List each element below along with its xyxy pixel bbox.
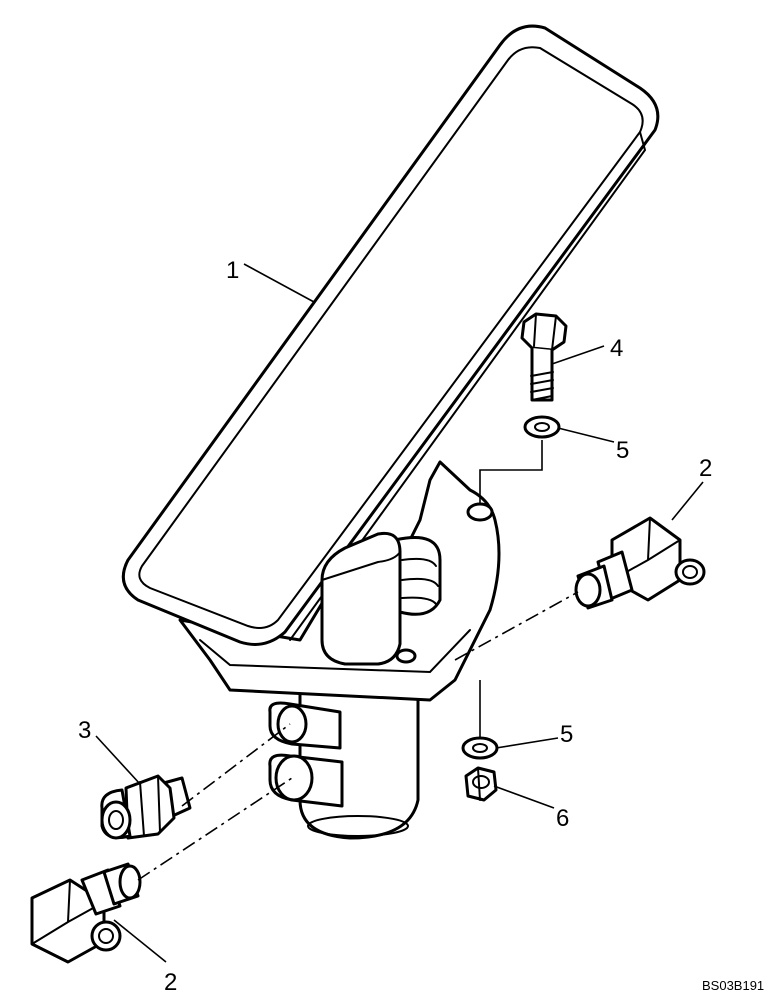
callout-2-right: 2 — [699, 455, 712, 482]
pedal-stop-block — [320, 531, 402, 666]
callout-5-lower: 5 — [560, 721, 573, 748]
callout-6: 6 — [556, 805, 569, 832]
assembly-lines — [137, 440, 579, 881]
callout-1: 1 — [226, 257, 239, 284]
washer-upper — [523, 415, 561, 439]
pedal-plate — [121, 24, 660, 646]
callout-3: 3 — [78, 717, 91, 744]
spring-boot — [393, 536, 442, 616]
elbow-fitting-bottom — [30, 862, 142, 964]
valve-body — [268, 688, 420, 840]
figure-id: BS03B191 — [702, 978, 764, 993]
callout-5-upper: 5 — [616, 437, 629, 464]
callout-4: 4 — [610, 335, 623, 362]
bolt — [520, 312, 568, 402]
nut — [464, 766, 498, 802]
straight-fitting — [100, 774, 192, 840]
callout-2-bottom: 2 — [164, 969, 177, 996]
washer-lower — [461, 736, 499, 760]
elbow-fitting-right — [574, 516, 706, 610]
leader-lines — [95, 263, 704, 963]
